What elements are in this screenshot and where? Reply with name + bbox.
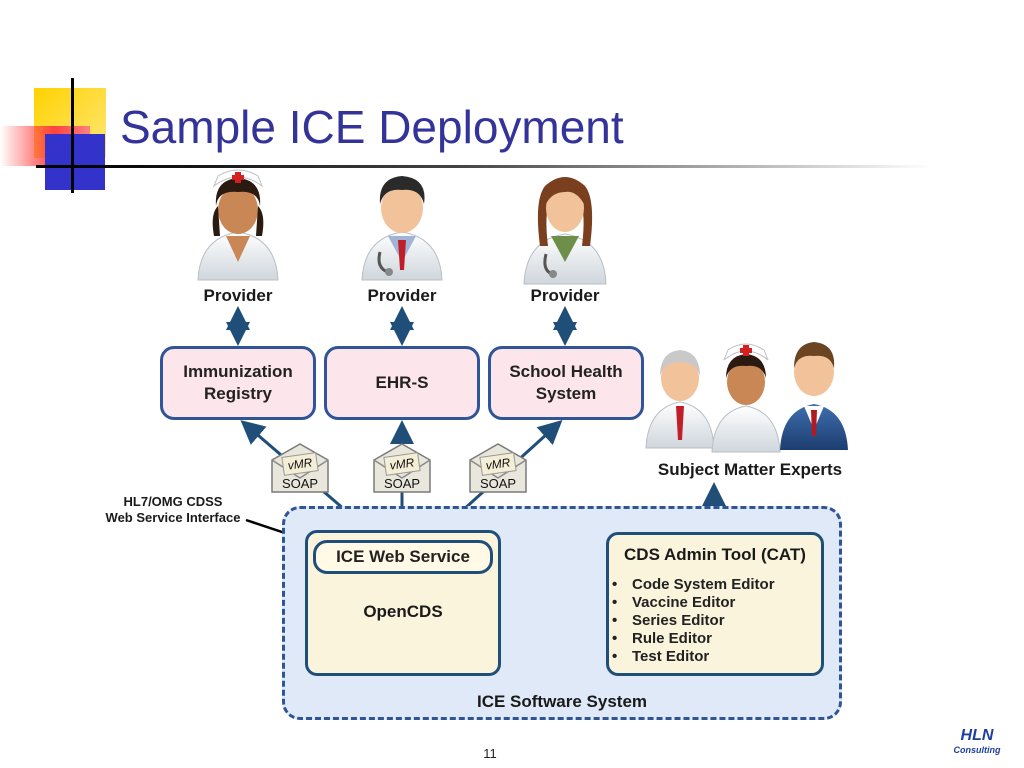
editor-label: Vaccine Editor	[632, 594, 736, 611]
envelope-icon	[373, 443, 431, 493]
envelope-soap-label: SOAP	[383, 476, 421, 491]
company-logo: HLN Consulting	[946, 728, 1008, 756]
ice-system-label: ICE Software System	[476, 692, 648, 711]
cds-admin-tool-box	[606, 532, 824, 676]
list-item: •Test Editor	[612, 648, 710, 665]
provider-label: Provider	[530, 286, 600, 305]
male-doctor-icon	[361, 176, 443, 281]
page-number: 11	[483, 746, 497, 761]
ehr-s-box: EHR-S	[324, 346, 480, 420]
cat-editor-list: •Code System Editor •Vaccine Editor •Ser…	[612, 576, 775, 666]
box-label-line1: Immunization	[183, 362, 293, 381]
box-label-line1: School Health	[509, 362, 623, 381]
female-doctor-icon	[523, 177, 607, 285]
decorative-horizontal-line	[36, 165, 76, 168]
cat-title: CDS Admin Tool (CAT)	[624, 545, 806, 564]
opencds-label: OpenCDS	[363, 602, 443, 621]
decorative-blue-square	[45, 134, 105, 190]
editor-label: Test Editor	[632, 648, 710, 665]
list-item: •Vaccine Editor	[612, 594, 736, 611]
box-label-line1: EHR-S	[375, 373, 429, 392]
editor-label: Rule Editor	[632, 630, 713, 647]
slide-title: Sample ICE Deployment	[120, 101, 624, 153]
provider-label: Provider	[203, 286, 273, 305]
editor-label: Series Editor	[632, 612, 725, 629]
ice-web-service-box: ICE Web Service	[313, 540, 493, 574]
envelope-icon	[271, 443, 329, 493]
envelope-soap-label: SOAP	[281, 476, 319, 491]
list-item: •Series Editor	[612, 612, 725, 629]
provider-label: Provider	[367, 286, 437, 305]
decorative-vertical-line	[71, 78, 74, 193]
box-label-line2: Registry	[203, 384, 273, 403]
subject-matter-experts-icon	[645, 342, 848, 453]
envelope-icon	[469, 443, 527, 493]
interface-label-line2: Web Service Interface	[105, 510, 241, 525]
subject-matter-experts-label: Subject Matter Experts	[657, 460, 843, 479]
interface-label-line1: HL7/OMG CDSS	[123, 494, 223, 509]
title-divider	[72, 165, 932, 168]
list-item: •Rule Editor	[612, 630, 713, 647]
provider-arrows	[226, 306, 577, 346]
logo-subtext: Consulting	[953, 745, 1001, 755]
envelope-soap-label: SOAP	[479, 476, 517, 491]
logo-text: HLN	[960, 727, 994, 744]
box-label-line2: System	[535, 384, 597, 403]
list-item: •Code System Editor	[612, 576, 775, 593]
editor-label: Code System Editor	[632, 576, 775, 593]
nurse-icon	[197, 169, 279, 281]
